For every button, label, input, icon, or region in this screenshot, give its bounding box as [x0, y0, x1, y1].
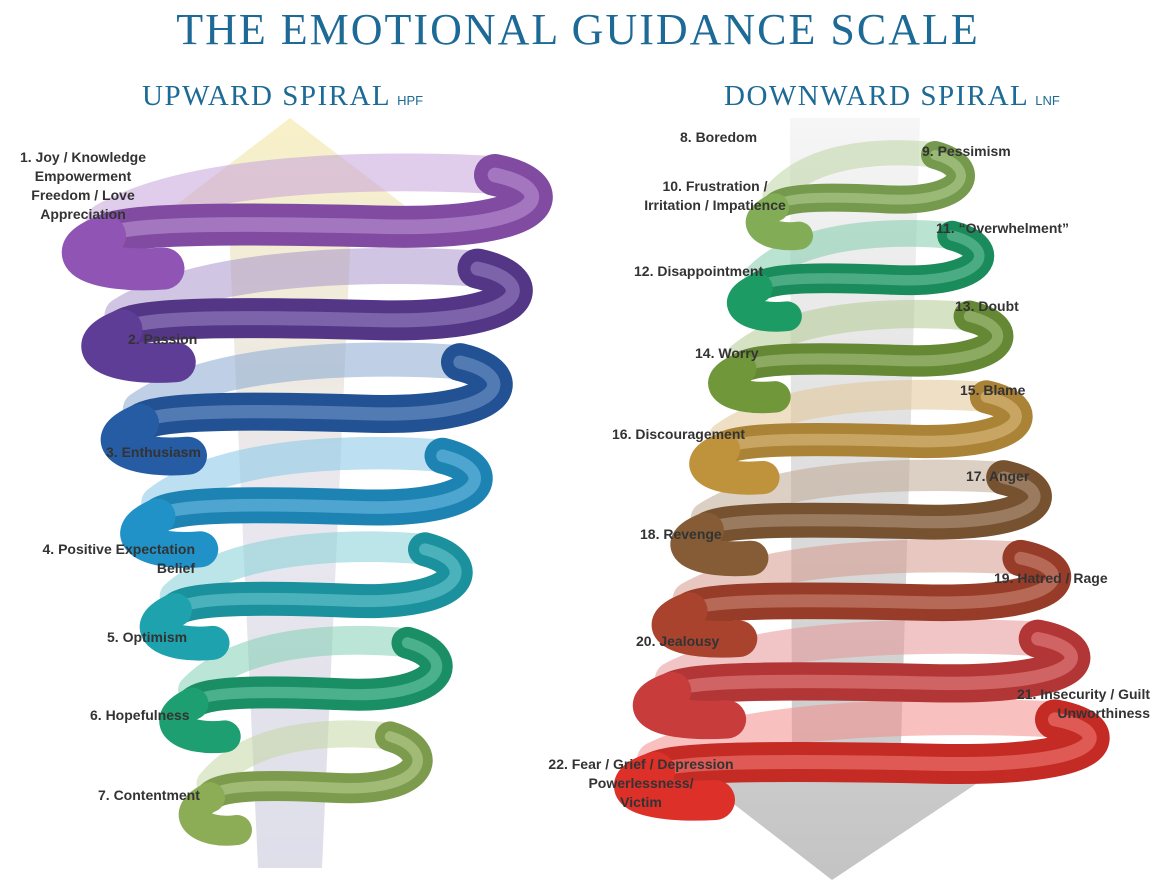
downward-spiral-coil-highlight: [682, 551, 1060, 617]
level-3-enthusiasm: 3. Enthusiasm: [106, 444, 201, 460]
upward-spiral-coil-curl: [101, 403, 207, 476]
main-title: THE EMOTIONAL GUIDANCE SCALE: [176, 5, 980, 54]
downward-spiral-coil-highlight: [717, 391, 1022, 456]
downward-spiral-coil-highlight: [770, 150, 966, 213]
downward-spiral-coil-curl: [613, 751, 735, 821]
downward-spiral-coil-highlight: [648, 712, 1097, 779]
downward-spiral-coil-highlight: [665, 632, 1078, 698]
upward-spiral-coil-back: [159, 531, 441, 612]
upward-spiral-coil-highlight: [204, 731, 423, 803]
downward-spiral-suffix: LNF: [1035, 93, 1060, 108]
downward-spiral-coil-back: [708, 379, 1002, 453]
upward-spiral-coil-highlight: [169, 543, 462, 617]
upward-spiral-heading: UPWARD SPIRAL HPF: [142, 80, 423, 113]
downward-spiral-coil-highlight: [735, 310, 1003, 375]
upward-spiral-coil-curl: [139, 593, 230, 661]
upward-spiral-coil-highlight: [151, 449, 481, 523]
upward-spiral-coil-highlight: [97, 167, 539, 244]
upward-spiral-coil-back: [178, 625, 422, 705]
upward-spiral-coil-curl: [120, 498, 219, 568]
upward-spiral-coil-back: [196, 720, 404, 797]
level-12-disappointment: 12. Disappointment: [634, 263, 764, 279]
downward-spiral-heading: DOWNWARD SPIRAL LNF: [724, 80, 1060, 113]
level-15-blame: 15. Blame: [960, 382, 1026, 398]
upward-spiral-coil-highlight: [115, 261, 520, 337]
downward-spiral-coil-back: [654, 619, 1056, 697]
level-17-anger: 17. Anger: [966, 468, 1030, 484]
downward-spiral-coil-back: [637, 699, 1073, 778]
downward-spiral-coil-curl: [708, 352, 791, 414]
upward-spiral-coil-back: [86, 153, 514, 241]
level-21-insecurity: 21. Insecurity / Guilt Unworthiness: [1016, 686, 1150, 721]
level-20-jealousy: 20. Jealousy: [636, 633, 720, 649]
level-11-overwhelment: 11. “Overwhelment”: [936, 220, 1070, 236]
upward-spiral-coil-highlight: [133, 355, 501, 430]
level-8-boredom: 8. Boredom: [680, 129, 758, 145]
level-19-hatred-rage: 19. Hatred / Rage: [994, 570, 1108, 586]
level-13-doubt: 13. Doubt: [955, 298, 1019, 314]
upward-spiral-coil-curl: [61, 214, 185, 291]
level-4-positive-expectation: 4. Positive Expectation Belief: [42, 541, 196, 576]
downward-spiral-coil-back: [726, 299, 984, 371]
downward-spiral-coil-curl: [745, 193, 813, 251]
downward-spiral-coil-curl: [727, 273, 802, 332]
level-22-fear: 22. Fear / Grief / Depression Powerlessn…: [548, 756, 734, 810]
level-14-worry: 14. Worry: [695, 345, 759, 361]
upward-spiral-coil-highlight: [186, 637, 443, 710]
downward-spiral-coil-highlight: [752, 230, 985, 294]
level-2-passion: 2. Passion: [128, 331, 198, 347]
level-5-optimism: 5. Optimism: [107, 629, 188, 645]
upward-spiral-coil-back: [141, 436, 459, 519]
downward-spiral-coil-back: [744, 220, 966, 290]
level-7-contentment: 7. Contentment: [98, 787, 200, 803]
upward-spiral-coil-back: [122, 342, 478, 427]
level-6-hopefulness: 6. Hopefulness: [90, 707, 190, 723]
upward-spiral-suffix: HPF: [397, 93, 424, 108]
downward-spiral-coil-back: [690, 459, 1020, 534]
downward-spiral-coil-curl: [632, 672, 747, 740]
level-10-frustration: 10. Frustration / Irritation / Impatienc…: [644, 178, 786, 213]
upward-spiral-coil-curl: [178, 782, 252, 846]
downward-spiral-coil-curl: [689, 432, 780, 495]
downward-spiral-coil-back: [672, 539, 1038, 615]
downward-spiral-coil-curl: [670, 512, 769, 577]
upward-spiral-title: UPWARD SPIRAL: [142, 80, 392, 112]
level-16-discouragement: 16. Discouragement: [612, 426, 746, 442]
upward-spiral-coil-curl: [159, 687, 241, 754]
downward-spiral-title: DOWNWARD SPIRAL: [724, 80, 1030, 112]
downward-spiral-coil-highlight: [700, 471, 1041, 537]
level-18-revenge: 18. Revenge: [640, 526, 722, 542]
level-9-pessimism: 9. Pessimism: [922, 143, 1011, 159]
upward-spiral-coil-curl: [82, 309, 196, 383]
level-1-joy: 1. Joy / Knowledge Empowerment Freedom /…: [19, 149, 147, 222]
upward-spiral-coil-back: [104, 248, 496, 334]
downward-spiral-coil-curl: [651, 592, 758, 658]
